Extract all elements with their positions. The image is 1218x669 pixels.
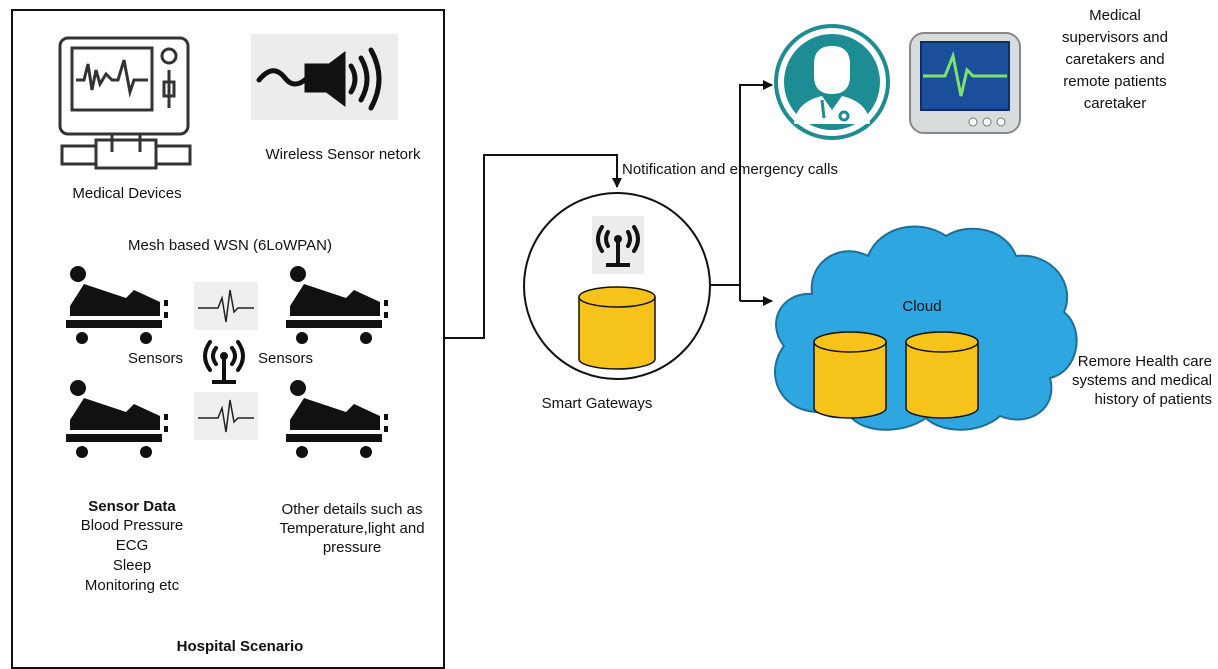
- ecg-wave-icon: [194, 282, 258, 330]
- cloud-label: Cloud: [902, 298, 942, 315]
- mesh-wsn-label: Mesh based WSN (6LoWPAN): [128, 237, 332, 254]
- supervisors-line: caretakers and: [1065, 51, 1165, 68]
- patient-bed-icon: [66, 266, 168, 344]
- other-details-line: Other details such as: [281, 501, 423, 518]
- patient-monitor-icon: [909, 32, 1021, 134]
- doctor-icon: [774, 24, 890, 140]
- cloud-description-line: Remore Health care: [1077, 353, 1212, 370]
- supervisors-line: Medical: [1089, 7, 1141, 24]
- wireless-sensor-label: Wireless Sensor netork: [265, 146, 421, 163]
- supervisors-line: remote patients: [1063, 73, 1167, 90]
- smart-gateway-node: [523, 192, 711, 380]
- sensor-data-title: Sensor Data: [88, 498, 176, 515]
- patient-bed-icon: [286, 380, 388, 458]
- antenna-icon: [203, 340, 245, 384]
- cloud-database-icon: [905, 331, 979, 419]
- medical-devices-label: Medical Devices: [72, 185, 182, 202]
- patient-bed-icon: [286, 266, 388, 344]
- hospital-scenario-title: Hospital Scenario: [176, 638, 304, 655]
- cloud-database-icon: [813, 331, 887, 419]
- supervisors-line: caretaker: [1083, 95, 1147, 112]
- gateway-database-icon: [578, 286, 656, 370]
- smart-gateways-label: Smart Gateways: [541, 395, 653, 412]
- sensors-right-label: Sensors: [258, 350, 314, 367]
- sensor-data-line: Monitoring etc: [84, 577, 180, 594]
- other-details-line: Temperature,light and: [279, 520, 425, 537]
- ecg-wave-icon: [194, 392, 258, 440]
- other-details-line: pressure: [322, 539, 382, 556]
- wireless-sensor-icon: [256, 47, 382, 111]
- sensor-data-line: Blood Pressure: [80, 517, 184, 534]
- notification-label: Notification and emergency calls: [622, 161, 838, 178]
- supervisors-line: supervisors and: [1062, 29, 1168, 46]
- medical-monitor-icon: [58, 36, 192, 170]
- sensor-data-line: Sleep: [112, 557, 152, 574]
- cloud-description-line: systems and medical: [1071, 372, 1212, 389]
- sensor-data-line: ECG: [115, 537, 149, 554]
- sensors-left-label: Sensors: [128, 350, 184, 367]
- patient-bed-icon: [66, 380, 168, 458]
- cloud-description-line: history of patients: [1094, 391, 1212, 408]
- cloud-shape: [774, 225, 1078, 431]
